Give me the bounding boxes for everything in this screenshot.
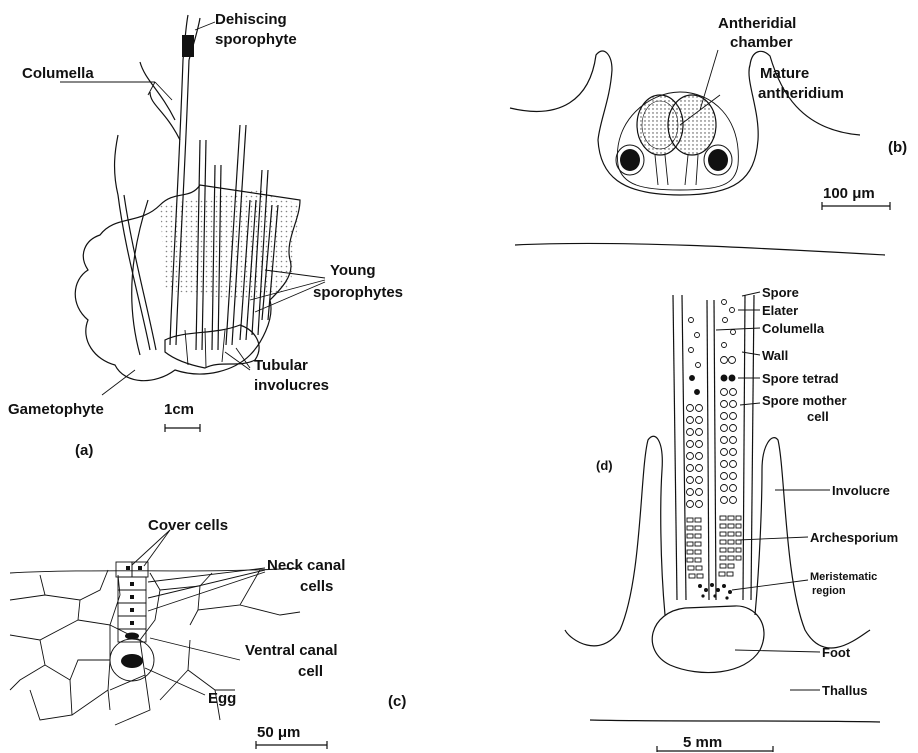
label-scale-c: 50 μm — [257, 724, 300, 741]
spore-column-right — [719, 300, 741, 577]
label-antheridial-chamber: Antheridial chamber — [718, 15, 796, 51]
thallus-base-d — [590, 720, 880, 722]
label-young-sporophytes: Young sporophytes — [313, 262, 403, 301]
panel-d: Spore Elater Columella Wall Spore tetrad… — [565, 285, 898, 752]
panel-label-d: (d) — [596, 458, 613, 473]
label-mature-antheridium: Mature antheridium — [758, 65, 844, 102]
label-wall: Wall — [762, 348, 788, 363]
panel-label-a: (a) — [75, 442, 93, 459]
sporophytes — [115, 15, 278, 355]
label-tubular-involucres: Tubular involucres — [254, 357, 329, 394]
panel-label-b: (b) — [888, 139, 907, 156]
meristematic-cells — [698, 583, 732, 600]
ventral-line-2: cell — [298, 663, 323, 680]
label-spore-tetrad: Spore tetrad — [762, 371, 839, 386]
label-gametophyte: Gametophyte — [8, 401, 104, 418]
label-scale-a: 1cm — [164, 401, 194, 418]
spore-column-left — [687, 318, 704, 579]
chamber-line-1: Antheridial — [718, 15, 796, 32]
panel-c: Cover cells Neck canal cells Ventral cana… — [10, 517, 406, 749]
meristematic-line-1: Meristematic — [810, 571, 877, 583]
label-involucre: Involucre — [832, 483, 890, 498]
meristematic-line-2: region — [812, 585, 846, 597]
label-spore: Spore — [762, 285, 799, 300]
dark-cell-left — [620, 149, 640, 171]
mature-line-2: antheridium — [758, 85, 844, 102]
label-thallus: Thallus — [822, 683, 868, 698]
young-line-1: Young — [330, 262, 376, 279]
neck-line-2: cells — [300, 578, 333, 595]
archegonium — [110, 562, 154, 681]
panel-a: Dehiscing sporophyte Columella Young sporo… — [8, 11, 403, 459]
mother-line-1: Spore mother — [762, 393, 847, 408]
neck-line-1: Neck canal — [267, 557, 345, 574]
dehiscing-line-2: sporophyte — [215, 31, 297, 48]
label-ventral-canal-cell: Ventral canal cell — [245, 642, 338, 680]
label-archesporium: Archesporium — [810, 530, 898, 545]
dark-cell-right — [708, 149, 728, 171]
mature-line-1: Mature — [760, 65, 809, 82]
label-columella-d: Columella — [762, 321, 825, 336]
egg-cell — [121, 654, 143, 668]
dehiscing-capsule — [182, 35, 194, 57]
tubular-line-2: involucres — [254, 377, 329, 394]
label-scale-b: 100 μm — [823, 185, 875, 202]
label-cover-cells: Cover cells — [148, 517, 228, 534]
mother-line-2: cell — [807, 409, 829, 424]
label-columella-a: Columella — [22, 65, 94, 82]
label-neck-canal-cells: Neck canal cells — [267, 557, 345, 595]
label-egg: Egg — [208, 690, 236, 707]
young-line-2: sporophytes — [313, 284, 403, 301]
thallus-lower-edge — [515, 243, 885, 255]
dehiscing-line-1: Dehiscing — [215, 11, 287, 28]
antheridium-right — [668, 95, 716, 155]
chamber-line-2: chamber — [730, 34, 793, 51]
panel-label-c: (c) — [388, 693, 406, 710]
involucre — [565, 436, 665, 646]
tubular-line-1: Tubular — [254, 357, 308, 374]
foot — [652, 606, 764, 673]
label-foot: Foot — [822, 645, 851, 660]
label-meristematic-region: Meristematic region — [810, 571, 877, 597]
label-scale-d: 5 mm — [683, 734, 722, 751]
label-elater: Elater — [762, 303, 798, 318]
label-dehiscing-sporophyte: Dehiscing sporophyte — [215, 11, 297, 48]
panel-b: Antheridial chamber Mature antheridium (b)… — [510, 15, 907, 255]
ventral-line-1: Ventral canal — [245, 642, 338, 659]
